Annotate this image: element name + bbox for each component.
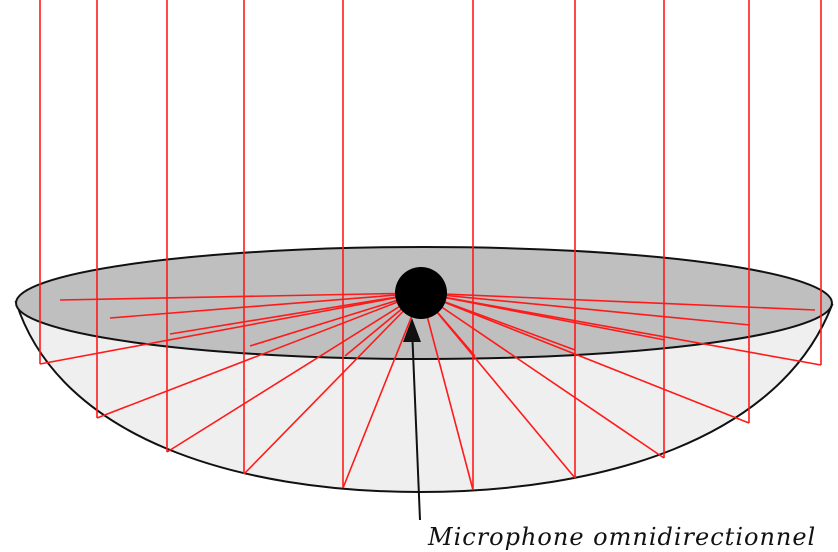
reflected-ray <box>420 292 576 351</box>
reflected-ray <box>420 292 751 326</box>
reflected-ray <box>96 292 422 419</box>
reflected-ray <box>420 292 666 341</box>
pointer-arrow-shaft <box>411 327 421 521</box>
reflected-ray <box>109 292 422 319</box>
reflected-ray <box>420 292 750 424</box>
microphone-icon <box>395 267 447 319</box>
reflected-ray <box>166 292 422 453</box>
reflected-ray <box>59 292 422 301</box>
reflected-ray <box>420 292 816 311</box>
reflected-ray <box>39 292 422 365</box>
reflected-ray <box>243 292 422 475</box>
pointer-arrow-head <box>403 318 421 342</box>
reflected-ray <box>249 292 422 347</box>
reflected-rays <box>39 292 822 491</box>
reflected-ray <box>420 292 665 459</box>
reflected-ray <box>169 292 422 335</box>
reflected-ray <box>420 292 822 366</box>
reflected-ray <box>342 292 422 489</box>
reflected-ray <box>420 292 474 491</box>
microphone-label: Microphone omnidirectionnel <box>427 523 816 551</box>
